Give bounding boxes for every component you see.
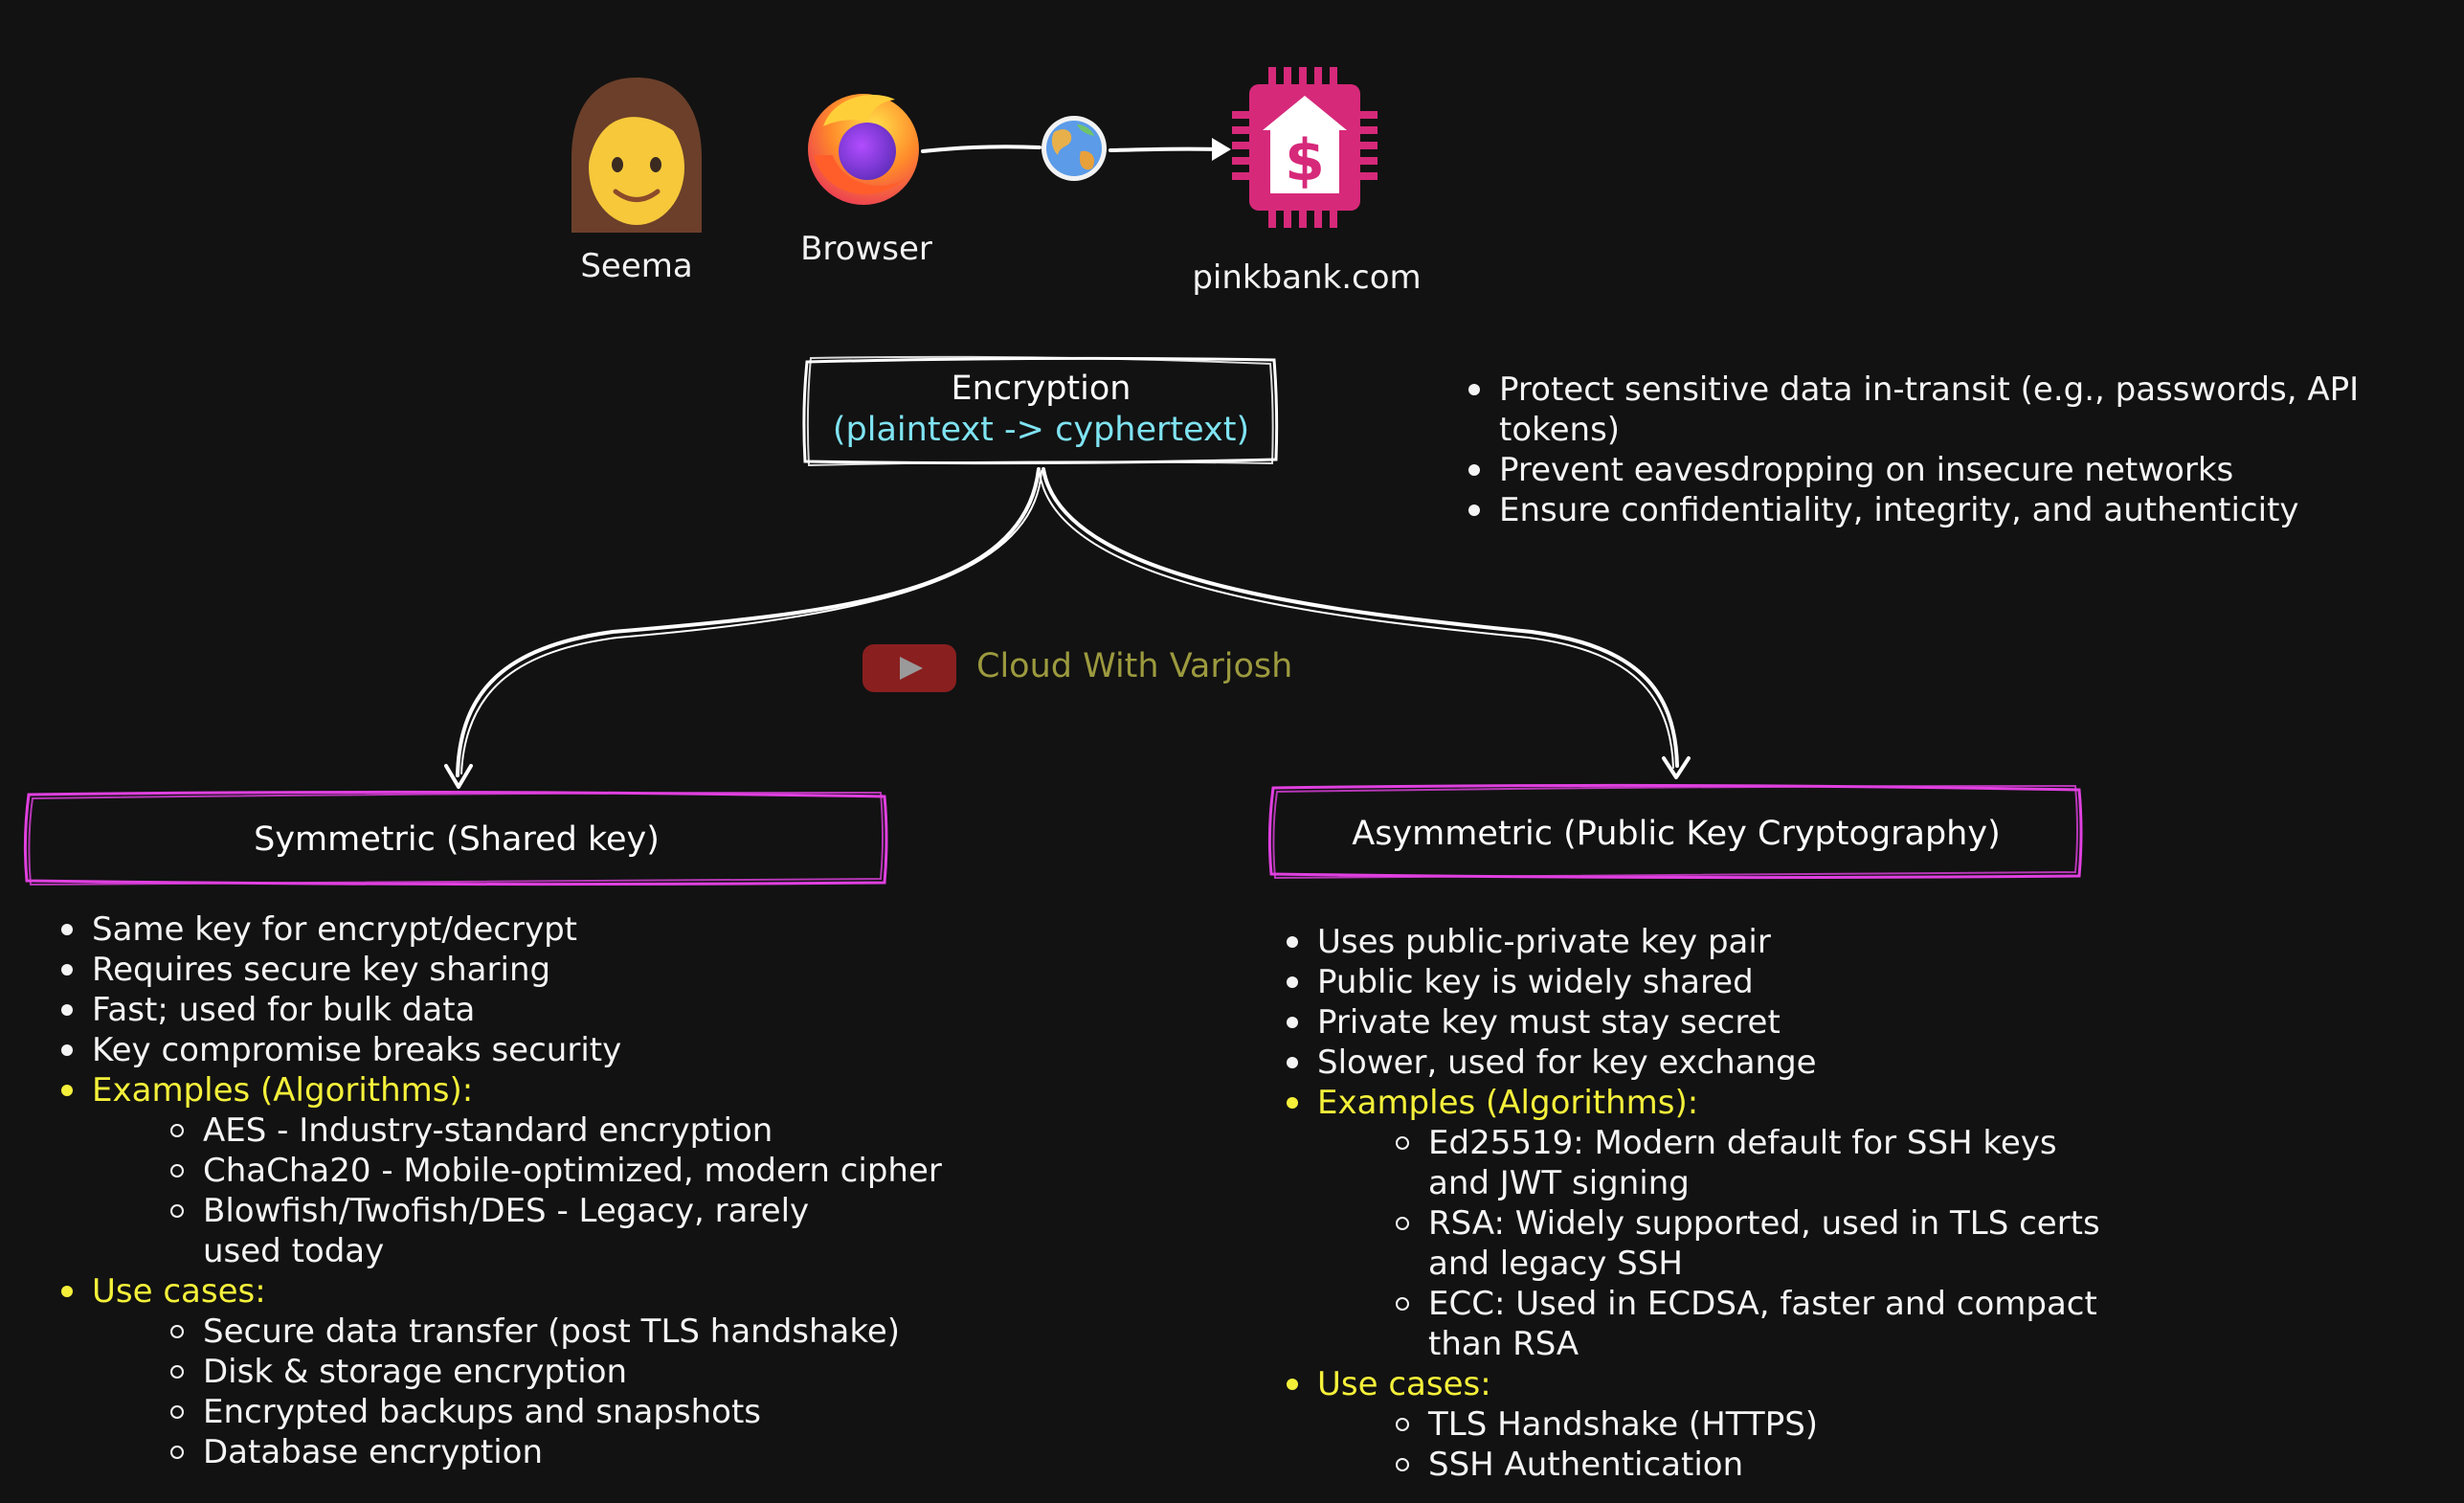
symmetric-example: AES - Industry-standard encryption bbox=[168, 1110, 953, 1151]
symmetric-list: Same key for encrypt/decrypt Requires se… bbox=[57, 909, 942, 1472]
symmetric-example: ChaCha20 - Mobile-optimized, modern ciph… bbox=[168, 1151, 953, 1191]
asymmetric-usecases-list: TLS Handshake (HTTPS) SSH Authentication bbox=[1317, 1404, 2144, 1485]
encryption-box-border bbox=[802, 355, 1279, 467]
asymmetric-list: Uses public-private key pair Public key … bbox=[1283, 922, 2144, 1485]
symmetric-usecases-label: Use cases: bbox=[92, 1272, 266, 1311]
asymmetric-example: ECC: Used in ECDSA, faster and compact t… bbox=[1394, 1284, 2117, 1364]
youtube-icon bbox=[862, 644, 956, 692]
symmetric-point: Requires secure key sharing bbox=[57, 950, 919, 990]
bank-chip-icon: $ bbox=[1232, 67, 1378, 228]
asymmetric-box-border bbox=[1267, 783, 2083, 880]
asymmetric-usecases-label: Use cases: bbox=[1317, 1365, 1491, 1403]
firefox-icon bbox=[808, 94, 919, 205]
symmetric-usecase: Database encryption bbox=[168, 1432, 919, 1472]
svg-text:$: $ bbox=[1285, 127, 1325, 194]
asymmetric-point: Uses public-private key pair bbox=[1283, 922, 2144, 962]
asymmetric-usecase: SSH Authentication bbox=[1394, 1445, 2144, 1485]
symmetric-point: Fast; used for bulk data bbox=[57, 990, 919, 1030]
symmetric-example: Blowfish/Twofish/DES - Legacy, rarely us… bbox=[168, 1191, 892, 1271]
symmetric-point: Key compromise breaks security bbox=[57, 1030, 919, 1070]
symmetric-usecase: Disk & storage encryption bbox=[168, 1352, 919, 1392]
symmetric-title: Symmetric (Shared key) bbox=[254, 820, 660, 859]
server-label: pinkbank.com bbox=[1192, 258, 1422, 297]
asymmetric-examples-item: Examples (Algorithms): Ed25519: Modern d… bbox=[1283, 1083, 2144, 1364]
connection-arrows bbox=[921, 138, 1231, 161]
symmetric-usecases-list: Secure data transfer (post TLS handshake… bbox=[92, 1312, 919, 1472]
asymmetric-example: RSA: Widely supported, used in TLS certs… bbox=[1394, 1203, 2117, 1284]
asymmetric-usecase: TLS Handshake (HTTPS) bbox=[1394, 1404, 2144, 1445]
symmetric-box-border bbox=[23, 790, 888, 886]
goal-item: Ensure confidentiality, integrity, and a… bbox=[1465, 490, 2460, 530]
symmetric-point: Same key for encrypt/decrypt bbox=[57, 909, 919, 950]
goal-item: Prevent eavesdropping on insecure networ… bbox=[1465, 450, 2460, 490]
symmetric-examples-list: AES - Industry-standard encryption ChaCh… bbox=[92, 1110, 953, 1271]
globe-icon bbox=[1042, 116, 1107, 181]
asymmetric-examples-list: Ed25519: Modern default for SSH keys and… bbox=[1317, 1123, 2100, 1364]
asymmetric-point: Private key must stay secret bbox=[1283, 1002, 2144, 1043]
asymmetric-title: Asymmetric (Public Key Cryptography) bbox=[1352, 815, 2001, 853]
encryption-subtitle: (plaintext -> cyphertext) bbox=[832, 411, 1250, 449]
asymmetric-example: Ed25519: Modern default for SSH keys and… bbox=[1394, 1123, 2117, 1203]
symmetric-usecase: Secure data transfer (post TLS handshake… bbox=[168, 1312, 919, 1352]
asymmetric-point: Public key is widely shared bbox=[1283, 962, 2144, 1002]
goals-list: Protect sensitive data in-transit (e.g.,… bbox=[1465, 370, 2460, 530]
symmetric-examples-label: Examples (Algorithms): bbox=[92, 1071, 474, 1110]
symmetric-usecase: Encrypted backups and snapshots bbox=[168, 1392, 919, 1432]
goal-item: Protect sensitive data in-transit (e.g.,… bbox=[1465, 370, 2460, 450]
watermark-text: Cloud With Varjosh bbox=[976, 647, 1293, 685]
asymmetric-usecases-item: Use cases: TLS Handshake (HTTPS) SSH Aut… bbox=[1283, 1364, 2144, 1485]
browser-label: Browser bbox=[800, 230, 932, 268]
user-label: Seema bbox=[580, 247, 693, 285]
symmetric-examples-item: Examples (Algorithms): AES - Industry-st… bbox=[57, 1070, 942, 1271]
symmetric-usecases-item: Use cases: Secure data transfer (post TL… bbox=[57, 1271, 919, 1472]
encryption-title: Encryption bbox=[951, 370, 1131, 408]
asymmetric-point: Slower, used for key exchange bbox=[1283, 1043, 2144, 1083]
asymmetric-examples-label: Examples (Algorithms): bbox=[1317, 1084, 1699, 1122]
woman-icon bbox=[571, 78, 702, 233]
